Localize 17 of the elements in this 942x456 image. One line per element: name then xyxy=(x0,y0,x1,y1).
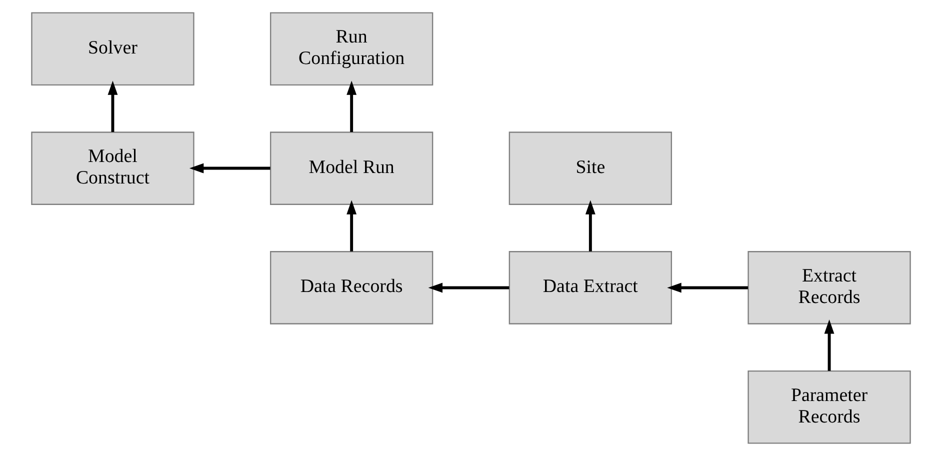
arrow xyxy=(824,320,834,371)
arrow xyxy=(346,80,357,132)
arrow xyxy=(428,282,510,293)
node-box: Extract Records xyxy=(748,251,911,324)
arrow xyxy=(346,200,357,252)
arrow xyxy=(108,80,118,132)
arrow xyxy=(585,200,596,252)
node-box: Run Configuration xyxy=(270,12,434,86)
node-box: Site xyxy=(508,132,672,205)
arrow xyxy=(189,163,270,174)
node-box: Model Construct xyxy=(31,132,194,205)
node-box: Solver xyxy=(31,12,194,86)
node-box: Data Records xyxy=(270,251,434,324)
node-box: Data Extract xyxy=(508,251,672,324)
node-box: Model Run xyxy=(270,132,434,205)
arrow xyxy=(667,282,748,293)
node-box: Parameter Records xyxy=(748,370,911,444)
